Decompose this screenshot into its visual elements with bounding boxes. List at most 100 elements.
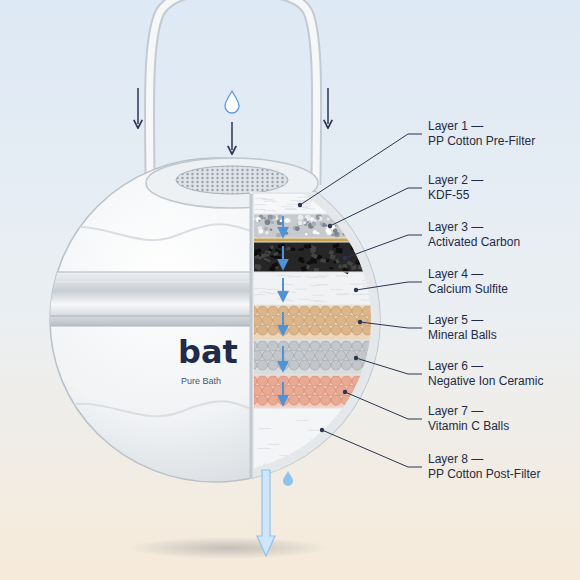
filter-ball-media (258, 325, 268, 335)
filter-ball-media (368, 351, 378, 361)
kdf-granule (298, 221, 303, 226)
carbon-chunk (311, 249, 316, 254)
cotton-fibre (325, 471, 337, 472)
carbon-chunk (358, 265, 365, 271)
kdf-granule (285, 231, 289, 235)
cotton-fibre (336, 197, 348, 198)
cotton-fibre (381, 442, 393, 443)
filter-ball-media (268, 325, 278, 335)
filter-ball-media (268, 360, 278, 370)
water-arrow (282, 346, 284, 368)
kdf-granule (327, 218, 330, 221)
layer-divider (254, 305, 392, 306)
kdf-granule (347, 233, 350, 236)
carbon-chunk (307, 244, 312, 249)
leader-dot (328, 224, 332, 228)
cotton-fibre (284, 209, 296, 210)
filter-ball-media (326, 386, 336, 396)
leader-line (300, 134, 422, 205)
kdf-granule (303, 222, 306, 225)
cotton-fibre (304, 471, 316, 472)
kdf-granule (352, 229, 357, 234)
cotton-fibre (372, 195, 384, 196)
cotton-fibre (255, 198, 267, 200)
cotton-fibre (305, 276, 317, 278)
kdf-granule (342, 232, 345, 235)
cotton-fibre (318, 195, 330, 197)
filter-ball-media (373, 395, 383, 405)
kdf-granule (377, 230, 381, 234)
filter-ball-media (368, 386, 378, 396)
cotton-fibre (304, 470, 316, 471)
cotton-fibre (254, 204, 266, 206)
filter-ball-media (254, 351, 262, 361)
cotton-fibre (288, 276, 300, 278)
cotton-fibre (321, 203, 333, 204)
kdf-granule (343, 228, 348, 233)
cotton-fibre (282, 467, 294, 468)
filter-ball-media (310, 341, 320, 351)
cotton-fibre (320, 201, 332, 203)
filter-ball-media (284, 351, 294, 361)
hanging-strap (149, 0, 316, 185)
filter-ball-media (258, 376, 268, 386)
filter-ball-media (300, 376, 310, 386)
kdf-granule (276, 233, 281, 238)
kdf-granule (256, 217, 261, 222)
kdf-granule (320, 222, 323, 225)
cotton-fibre (267, 289, 279, 290)
filter-ball-media (254, 386, 262, 396)
filter-ball-media (258, 395, 268, 405)
leader-line (356, 282, 422, 290)
filter-ball-media (321, 395, 331, 405)
carbon-chunk (254, 264, 262, 271)
filter-ball-media (310, 376, 320, 386)
filter-ball-media (352, 325, 362, 335)
cotton-fibre (321, 197, 333, 198)
filter-ball-media (273, 351, 283, 361)
carbon-chunk (368, 257, 372, 261)
cotton-fibre (291, 200, 303, 201)
water-drop (283, 471, 293, 486)
filter-ball-media (373, 306, 383, 316)
filter-ball-media (254, 341, 257, 351)
layer-number: Layer 8 — (428, 452, 483, 467)
cotton-fibre (381, 461, 393, 462)
layer-band (254, 408, 392, 484)
leader-line (345, 235, 422, 258)
filter-ball-media (373, 341, 383, 351)
filter-ball-media (289, 341, 299, 351)
kdf-granule (356, 233, 362, 239)
filter-ball-media (263, 316, 273, 326)
cotton-fibre (254, 209, 266, 210)
filter-ball-media (384, 376, 394, 386)
kdf-granule (264, 227, 268, 231)
kdf-granule (376, 214, 381, 219)
carbon-chunk (326, 259, 329, 262)
kdf-granule (368, 230, 373, 235)
kdf-granule (353, 233, 356, 236)
filter-ball-media (342, 376, 352, 386)
carbon-chunk (271, 262, 278, 268)
filter-ball-media (315, 386, 325, 396)
filter-ball-media (384, 395, 394, 405)
filter-ball-media (310, 395, 320, 405)
filter-ball-media (326, 351, 336, 361)
layer-number: Layer 7 — (428, 404, 483, 419)
cotton-fibre (371, 295, 383, 296)
carbon-chunk (329, 250, 335, 255)
carbon-chunk (273, 252, 278, 256)
kdf-granule (277, 219, 283, 225)
kdf-granule (278, 227, 282, 231)
leader-dot (320, 428, 324, 432)
cotton-fibre (310, 199, 322, 201)
filter-ball-media (254, 395, 257, 405)
filter-ball-media (300, 306, 310, 316)
carbon-chunk (298, 248, 304, 251)
inlet-mesh (176, 166, 288, 194)
kdf-granule (344, 230, 347, 233)
kdf-granule (295, 226, 300, 231)
cotton-fibre (348, 448, 360, 450)
filter-ball-media (300, 325, 310, 335)
filter-ball-media (342, 341, 352, 351)
